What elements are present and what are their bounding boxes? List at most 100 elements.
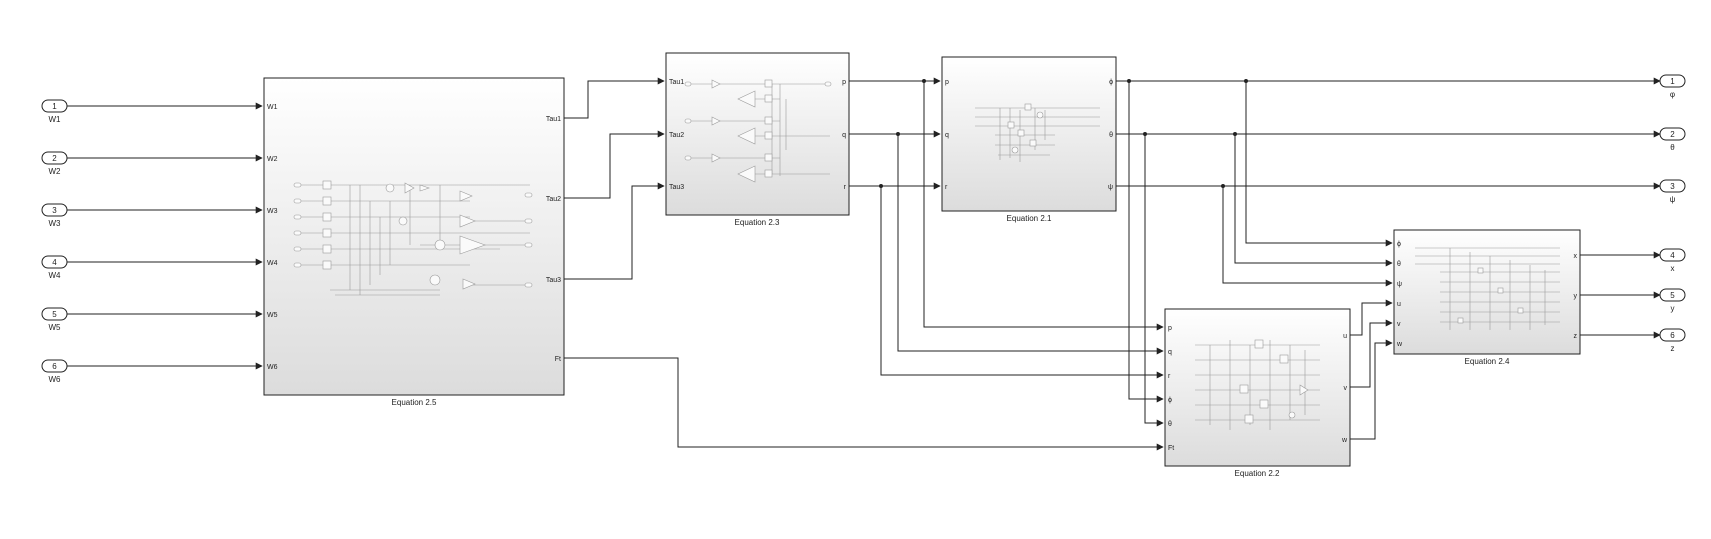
eq24-out-z: z: [1574, 333, 1578, 340]
block-equation-2-3[interactable]: Tau1 Tau2 Tau3 p q r Equation 2.3: [665, 52, 850, 227]
inport-5-number: 5: [52, 310, 57, 319]
outport-1[interactable]: 1 φ: [1659, 74, 1686, 99]
eq22-in-phi: ϕ: [1168, 397, 1172, 404]
outport-6-label: z: [1671, 344, 1675, 353]
inport-5[interactable]: 5 W5: [41, 307, 68, 332]
wire-tau3[interactable]: [564, 182, 665, 280]
eq21-in-q: q: [945, 132, 949, 139]
eq21-in-r: r: [945, 184, 948, 191]
signal-wires: [67, 77, 1661, 451]
eq22-in-r: r: [1168, 373, 1171, 380]
eq21-title: Equation 2.1: [1007, 214, 1052, 223]
wire-q-branch[interactable]: [897, 134, 1164, 355]
eq25-in-w1: W1: [267, 104, 278, 111]
eq25-out-tau1: Tau1: [546, 116, 561, 123]
outport-2[interactable]: 2 θ: [1659, 127, 1686, 152]
outport-5-label: y: [1671, 304, 1675, 313]
block-equation-2-1[interactable]: p q r ϕ θ ψ Equation 2.1: [941, 56, 1117, 223]
inport-2[interactable]: 2 W2: [41, 151, 68, 176]
eq24-in-theta: θ: [1397, 261, 1401, 268]
inport-4[interactable]: 4 W4: [41, 255, 68, 280]
outport-4-label: x: [1671, 264, 1675, 273]
outport-6[interactable]: 6 z: [1659, 328, 1686, 353]
outport-2-number: 2: [1670, 130, 1675, 139]
outport-6-number: 6: [1670, 331, 1675, 340]
eq25-title: Equation 2.5: [392, 398, 437, 407]
outport-4[interactable]: 4 x: [1659, 248, 1686, 273]
wire-psi-to-eq24[interactable]: [1222, 186, 1393, 287]
outport-3-number: 3: [1670, 182, 1675, 191]
inport-4-number: 4: [52, 258, 57, 267]
outports: 1 φ 2 θ 3 ψ 4 x 5 y 6 z: [1659, 74, 1686, 353]
eq24-out-x: x: [1574, 253, 1578, 260]
eq22-title: Equation 2.2: [1235, 469, 1280, 478]
wire-tau2[interactable]: [564, 130, 665, 199]
inport-6-label: W6: [49, 375, 62, 384]
inport-2-label: W2: [49, 167, 62, 176]
eq23-in-tau1: Tau1: [669, 79, 684, 86]
eq21-out-theta: θ: [1109, 132, 1113, 139]
outport-1-number: 1: [1670, 77, 1675, 86]
block-equation-2-5[interactable]: W1 W2 W3 W4 W5 W6 Tau1 Tau2 Tau3 Ft Equa…: [263, 77, 565, 407]
eq23-out-r: r: [844, 184, 847, 191]
eq24-in-psi: ψ: [1397, 281, 1402, 288]
inport-3-label: W3: [49, 219, 62, 228]
eq21-in-p: p: [945, 79, 949, 86]
outport-2-label: θ: [1670, 143, 1675, 152]
eq25-in-w4: W4: [267, 260, 278, 267]
wire-ft[interactable]: [564, 357, 1164, 451]
inport-4-label: W4: [49, 271, 62, 280]
inport-3-number: 3: [52, 206, 57, 215]
eq24-in-phi: ϕ: [1397, 241, 1401, 248]
eq21-inner-preview: [975, 103, 1100, 162]
eq24-inner-preview: [1415, 247, 1560, 330]
eq22-out-w: w: [1341, 437, 1348, 444]
inport-3[interactable]: 3 W3: [41, 203, 68, 228]
eq24-out-y: y: [1574, 293, 1578, 300]
eq22-in-p: p: [1168, 325, 1172, 332]
eq23-title: Equation 2.3: [735, 218, 780, 227]
inport-6[interactable]: 6 W6: [41, 359, 68, 384]
wire-phi-to-eq22[interactable]: [1128, 81, 1164, 403]
eq24-title: Equation 2.4: [1465, 357, 1510, 366]
outport-3-label: ψ: [1670, 195, 1676, 204]
inport-1-number: 1: [52, 102, 57, 111]
eq24-in-v: v: [1397, 321, 1401, 328]
eq25-out-tau3: Tau3: [546, 277, 561, 284]
block-equation-2-4[interactable]: ϕ θ ψ u v w x y z Equation 2.4: [1393, 229, 1581, 366]
wire-w[interactable]: [1350, 339, 1393, 440]
eq23-out-p: p: [842, 79, 846, 86]
outport-1-label: φ: [1670, 90, 1675, 99]
outport-3[interactable]: 3 ψ: [1659, 179, 1686, 204]
eq21-out-phi: ϕ: [1109, 79, 1113, 86]
outport-5[interactable]: 5 y: [1659, 288, 1686, 313]
inport-5-label: W5: [49, 323, 62, 332]
wire-theta-to-eq22[interactable]: [1144, 134, 1164, 427]
eq22-in-ft: Ft: [1168, 445, 1174, 452]
eq21-out-psi: ψ: [1108, 184, 1113, 191]
eq24-in-w: w: [1396, 341, 1403, 348]
wire-u[interactable]: [1350, 299, 1393, 336]
eq22-out-u: u: [1343, 333, 1347, 340]
eq22-inner-preview: [1195, 339, 1320, 430]
inports: 1 W1 2 W2 3 W3 4 W4 5 W5 6 W6: [41, 99, 68, 384]
eq24-in-u: u: [1397, 301, 1401, 308]
inport-1-label: W1: [49, 115, 62, 124]
eq25-in-w3: W3: [267, 208, 278, 215]
wire-p-branch[interactable]: [923, 81, 1164, 331]
eq22-out-v: v: [1344, 385, 1348, 392]
eq25-out-ft: Ft: [555, 356, 561, 363]
inport-2-number: 2: [52, 154, 57, 163]
wire-tau1[interactable]: [564, 77, 665, 119]
eq25-in-w2: W2: [267, 156, 278, 163]
block-equation-2-2[interactable]: p q r ϕ θ Ft u v w Equation 2.2: [1164, 308, 1351, 478]
inport-1[interactable]: 1 W1: [41, 99, 68, 124]
outport-5-number: 5: [1670, 291, 1675, 300]
wire-r-branch[interactable]: [880, 186, 1164, 379]
wire-theta-to-eq24[interactable]: [1234, 134, 1393, 267]
eq23-in-tau3: Tau3: [669, 184, 684, 191]
wire-phi-to-eq24[interactable]: [1245, 81, 1393, 247]
wire-v[interactable]: [1350, 319, 1393, 388]
eq25-out-tau2: Tau2: [546, 196, 561, 203]
